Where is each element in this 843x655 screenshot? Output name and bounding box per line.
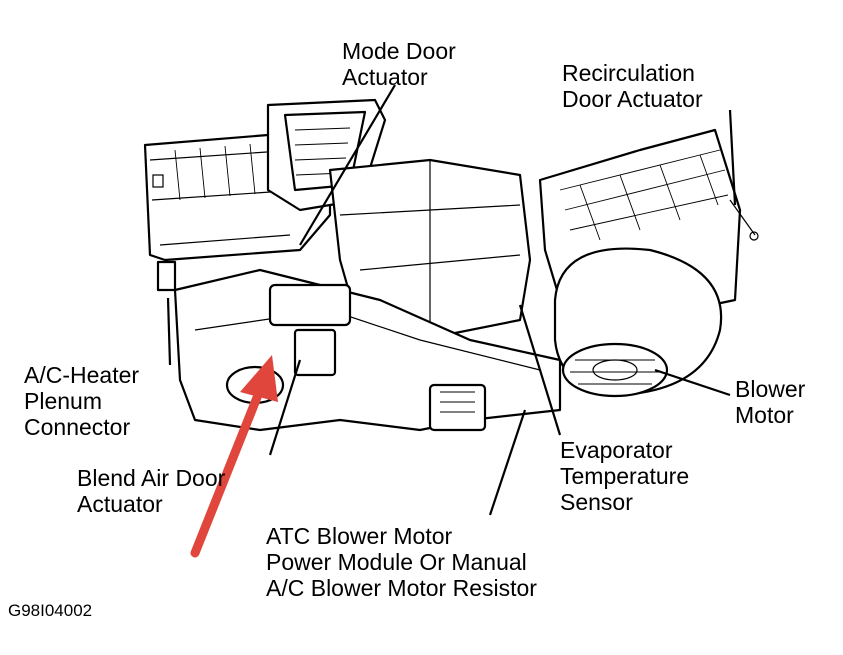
label-mode-door-actuator: Mode Door Actuator	[342, 38, 456, 90]
label-blower-motor: Blower Motor	[735, 376, 805, 428]
label-blend-air-door-actuator: Blend Air Door Actuator	[77, 465, 225, 517]
label-line: Evaporator	[560, 437, 673, 463]
blower-scroll	[553, 247, 723, 398]
label-line: Mode Door	[342, 38, 456, 64]
label-line: Motor	[735, 402, 794, 428]
label-line: ATC Blower Motor	[266, 523, 453, 549]
label-line: A/C-Heater	[24, 362, 140, 388]
label-line: A/C Blower Motor Resistor	[266, 575, 537, 601]
label-blower-power-module: ATC Blower Motor Power Module Or Manual …	[266, 523, 537, 601]
highlight-arrow	[190, 355, 278, 558]
label-line: Plenum	[24, 388, 102, 414]
label-evaporator-temperature-sensor: Evaporator Temperature Sensor	[560, 437, 689, 515]
label-line: Blower	[735, 376, 806, 402]
label-line: Connector	[24, 414, 131, 440]
label-line: Sensor	[560, 489, 633, 515]
label-plenum-connector: A/C-Heater Plenum Connector	[24, 362, 139, 440]
leader-lines	[166, 84, 737, 516]
label-line: Blend Air Door	[77, 465, 226, 491]
label-line: Recirculation	[562, 60, 695, 86]
central-housing	[328, 158, 532, 342]
label-line: Power Module Or Manual	[266, 549, 527, 575]
label-line: Door Actuator	[562, 86, 703, 112]
label-line: Temperature	[560, 463, 690, 489]
label-recirculation-door-actuator: Recirculation Door Actuator	[562, 60, 703, 112]
label-line: Actuator	[342, 64, 428, 90]
label-line: Actuator	[77, 491, 163, 517]
figure-code: G98I04002	[8, 601, 93, 620]
